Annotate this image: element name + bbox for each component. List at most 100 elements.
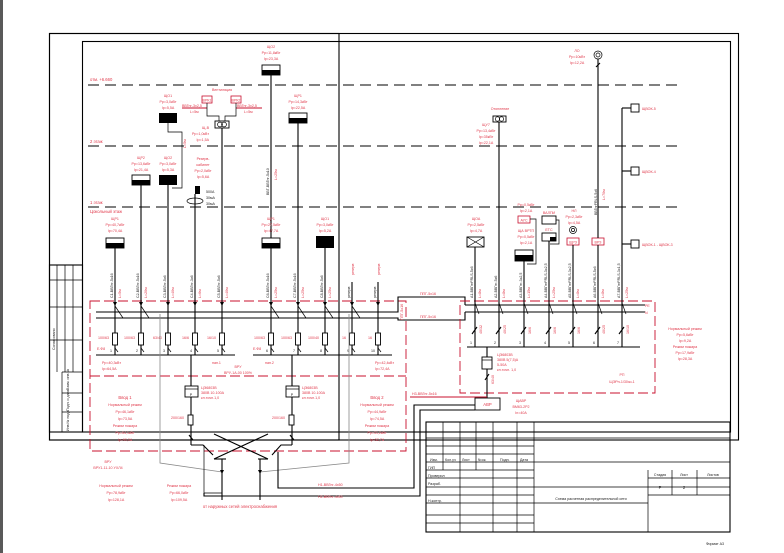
avr-cable-label: Н3-ВВГнг-5х16 [412,392,437,396]
rcd-device[interactable]: Резерв- кабинет Рр=2,0кВт Iр=5,6А 500А 3… [186,157,215,206]
vru-fuse[interactable] [349,332,355,346]
pp-feeder-cable: А1-ВВГнгFRLS-5х6 [470,266,474,298]
pp-breaker[interactable] [594,326,601,335]
panel-shr2-floor2[interactable]: ЩР2 Рр=13,6кВт Iр=21,4А [132,156,151,186]
svg-text:Iр=128,1А: Iр=128,1А [108,498,125,502]
pp-breaker-rating: 40/25 [602,325,606,334]
svg-text:Режим пожара: Режим пожара [167,484,191,488]
vru-feeder-cable: С4-ВВГнг-3х6 [190,275,194,298]
vrk-1-3[interactable]: ЩВОК-1 - ЩВОК-3 [622,239,673,249]
vru-fuse[interactable] [322,332,328,346]
vru-feeder-arrow [350,302,354,306]
vrk-4[interactable]: ЩВОК-4 [622,166,656,176]
vru-fuse[interactable] [268,332,274,346]
vru-breaker-number: 5 [217,349,219,353]
vru-type: ВРУ-1А-00 100% [224,371,253,375]
vru-fuse[interactable] [219,332,225,346]
vru-fuse-rating: 16 [342,336,346,340]
ets-group[interactable]: ВАЛПИ ЕТС [541,211,560,245]
svg-text:ЩР2: ЩР2 [137,156,145,160]
vru-breaker-number: 7 [293,349,295,353]
svg-text:Рр=0,5кВт: Рр=0,5кВт [518,235,535,239]
vrk-5[interactable]: ЩВОК-5 [622,103,656,113]
stamp-agreed: Согласовано [52,328,56,350]
aus-shaps-group[interactable]: Рр=0,5кВт Iр=2,1А АУС ЩА ВРТП Рр=0,5кВт … [514,203,537,265]
pp-meter[interactable]: ЦЭ6803В 380В 5(7,5)А 5-50А кл.точн. 1,0 … [481,347,519,398]
panel-sho1-basement[interactable]: ЩО1 Рр=3,0кВт Iр=5,2А [316,217,334,248]
pp-breaker[interactable] [618,326,625,335]
avr-unit[interactable]: АВР ЩАВР ВМ63-2Р2 In=40А [474,397,529,415]
outer-frame [48,32,740,441]
svg-text:Рр=17,9кВт: Рр=17,9кВт [676,351,695,355]
pp-breaker[interactable] [520,326,527,335]
vru-feeder-cable: С5-ВВГнг-5х6 [217,275,221,298]
pp-feeder-cable: А7-ВВГнгFRLS-3х1,5 [617,263,621,298]
vru-fuse[interactable] [165,332,171,346]
pp-breaker[interactable] [545,326,552,335]
riser-cable-shr2: ВВГ-ВВГнг-5х10 [266,168,270,195]
riser-len-lift: L=70м [602,189,606,200]
panel-sho2-floor2[interactable]: ЩО2 Рр=3,0кВт Iр=5,3А [159,156,177,185]
svg-text:Iр=21,4А: Iр=21,4А [134,168,149,172]
panel-shr1-floor2[interactable]: ЩР1 Рр=14,3кВт Iр=22,5А [289,94,308,124]
vru-section2-i: Iр=72,4А [375,367,390,371]
pp-tap [597,302,603,315]
vru-section2-p: Рр=42,4кВт [375,361,394,365]
svg-text:Iр=2,1А: Iр=2,1А [520,241,533,245]
pp-breaker-number: 4 [544,341,546,345]
svg-text:Iр=23,3А: Iр=23,3А [264,57,279,61]
meter-input1[interactable]: Р ЦЭ6803В 380В 10-100А кл.точн.1,0 200/1… [171,355,225,445]
vru-section2-label: Е.Ф8 [253,347,261,351]
pp-breaker-number: 1 [470,341,472,345]
vru-fuse[interactable] [375,332,381,346]
svg-text:200/160: 200/160 [171,416,184,420]
transfer-switch[interactable] [191,433,292,500]
panel-shsh[interactable]: ЩОА Рр=2,5кВт Iр=4,7А [466,217,485,248]
nl-group[interactable]: НЛ Рр=2,3кВт Iр=4,5А ЩРЗ [566,209,583,246]
tb-role-gip: ГИП [428,466,436,470]
meter-input2[interactable]: Р ЦЭ6803В 380В 10-100А кл.точн.1,0 200/1… [272,355,326,445]
svg-text:Iр=4,5А: Iр=4,5А [568,221,581,225]
level-sublabel-basement: Цокольный этаж [90,209,122,214]
vru-fuse[interactable] [112,332,118,346]
svg-text:Рр=3,0кВт: Рр=3,0кВт [317,223,334,227]
pp-n-label: N [645,311,648,315]
svg-text:Iр=2,1А: Iр=2,1А [520,209,533,213]
vru-fuse[interactable] [295,332,301,346]
pp-breaker-rating: 40/25 [503,325,507,334]
tb-col-sheet: Лист [462,458,470,462]
pp-breaker[interactable] [495,326,502,335]
vru-breaker-number: 9 [347,349,349,353]
input-cable-2 [203,409,475,497]
vru-feeder-arrow [376,302,380,306]
svg-text:Рр=2,3кВт: Рр=2,3кВт [566,215,583,219]
svg-text:Iр=35кВт: Iр=35кВт [479,135,494,139]
svg-text:Нормальный режим: Нормальный режим [99,484,133,488]
svg-text:ЩОА: ЩОА [472,217,481,221]
svg-text:Iр=74,5А: Iр=74,5А [370,417,385,421]
pp-breaker[interactable] [471,326,478,335]
panel-sho1-top[interactable]: ЩО1 Рр=3,0кВт Iр=5,5А [159,94,177,123]
svg-text:Iр=90,0А: Iр=90,0А [118,438,133,442]
pp-breaker[interactable] [569,326,576,335]
vru-feeder-arrow [296,302,300,306]
svg-text:Iр=5,3А: Iр=5,3А [162,168,175,172]
svg-text:Р: Р [291,393,294,397]
vru-fuse[interactable] [192,332,198,346]
panel-shr1-basement[interactable]: ЩР1 Рр=27,5кВт Iр=47,7А [262,217,281,249]
svg-text:Iр=47,7А: Iр=47,7А [264,229,279,233]
heating-group[interactable]: Отопление ЩУ7 Рр=13,4кВт Iр=35кВт Iр=22,… [477,107,510,145]
svg-text:ВРЗ: ВРЗ [595,241,602,245]
pp-name: РП [620,373,625,377]
svg-text:380В 10-100А: 380В 10-100А [201,391,225,395]
panel-shr-basement[interactable]: ЩР1 Рр=40,7кВт Iр=70,4А [106,217,125,249]
vru-fuse[interactable] [138,332,144,346]
vru-fuse-rating: 16/10 [207,336,216,340]
link-cable-lower [392,312,466,321]
input-cable-2-label: Н2-ВВГнг-4х50 [318,495,343,499]
panel-sho2-top[interactable]: ЩО2 Рр=11,8кВт Iр=23,3А [261,45,281,76]
ventilation-group[interactable]: Вентиляция ВРК1 ВРК2 ВВГнг-3х2,5 ВВГнг-3… [182,88,262,142]
